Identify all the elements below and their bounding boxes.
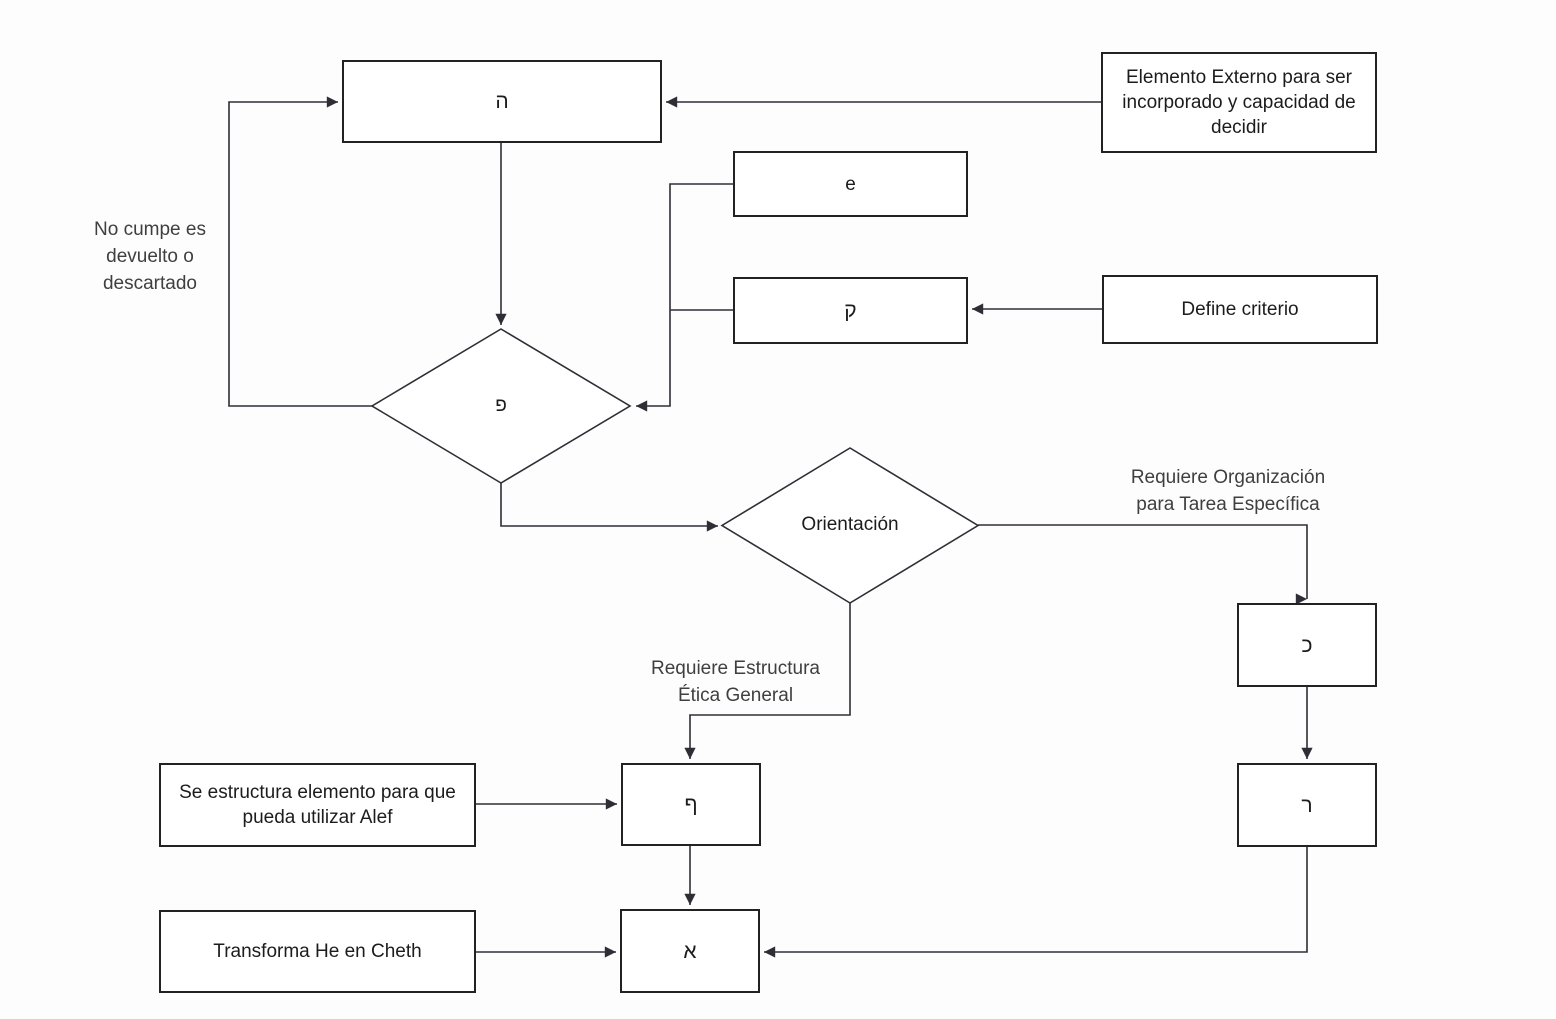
annotation-requiere-estructura: Requiere Estructura Ética General xyxy=(651,658,820,706)
node-alef: א xyxy=(620,909,760,993)
edge-pe-feedback-to-he xyxy=(228,96,372,407)
diamond-pe xyxy=(370,328,632,484)
node-he: ה xyxy=(342,60,662,143)
node-kaf: כ xyxy=(1237,603,1377,687)
edge-pe-to-orientacion xyxy=(500,483,719,532)
annotation-requiere-organizacion: Requiere Organización para Tarea Específ… xyxy=(1130,467,1326,515)
edge-orientacion-to-pefinal xyxy=(684,603,851,760)
edge-orientacion-to-kaf xyxy=(978,524,1313,600)
node-se-estructura: Se estructura elemento para que pueda ut… xyxy=(159,763,476,847)
node-resh: ר xyxy=(1237,763,1377,847)
node-qof: ק xyxy=(733,277,968,344)
edge-resh-to-alef xyxy=(763,847,1308,958)
diamond-orientacion xyxy=(720,447,980,604)
annotation-no-cumple: No cumpe es devuelto o descartado xyxy=(94,219,206,294)
node-transforma: Transforma He en Cheth xyxy=(159,910,476,993)
node-define-criterio: Define criterio xyxy=(1102,275,1378,344)
edge-e-to-pe xyxy=(635,183,733,412)
diamond-pe-label: פ xyxy=(495,395,507,416)
node-pe-final: ף xyxy=(621,763,761,846)
node-e: e xyxy=(733,151,968,217)
node-elemento-externo: Elemento Externo para ser incorporado y … xyxy=(1101,52,1377,153)
diamond-orientacion-label: Orientación xyxy=(801,514,899,535)
